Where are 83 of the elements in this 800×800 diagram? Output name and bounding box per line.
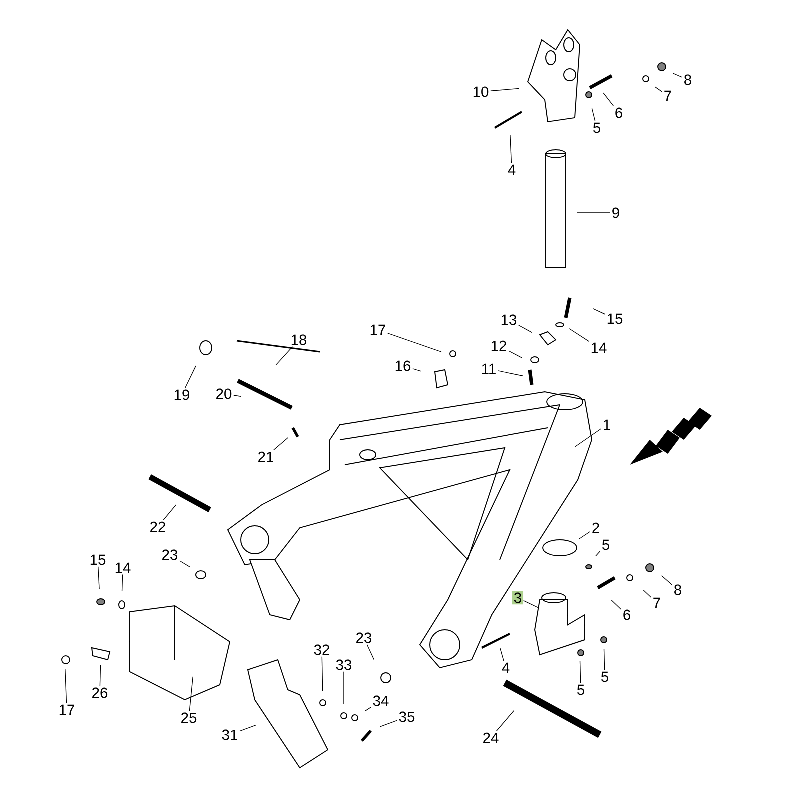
callout-number: 33 bbox=[336, 660, 352, 670]
leader-line bbox=[274, 438, 289, 450]
callout-number: 14 bbox=[116, 562, 131, 574]
callout-number: 24 bbox=[484, 732, 499, 744]
callout-number: 6 bbox=[616, 108, 622, 118]
callout-number: 34 bbox=[373, 696, 389, 706]
leader-line bbox=[234, 395, 242, 397]
callout-number: 10 bbox=[474, 86, 489, 98]
leader-line bbox=[185, 366, 196, 388]
callout-number: 26 bbox=[92, 688, 108, 698]
leader-line bbox=[365, 707, 372, 712]
leader-line bbox=[276, 346, 294, 366]
leader-line bbox=[366, 644, 375, 660]
callout-number: 31 bbox=[222, 730, 238, 740]
callout-number: 7 bbox=[664, 90, 672, 102]
leader-line bbox=[611, 600, 622, 610]
callout-number: 5 bbox=[578, 684, 584, 696]
callout-number: 5 bbox=[602, 540, 610, 550]
leader-line bbox=[163, 504, 177, 521]
leader-line bbox=[98, 566, 100, 590]
leader-line bbox=[579, 532, 591, 540]
leader-line bbox=[576, 212, 611, 214]
leader-line bbox=[100, 664, 102, 686]
leader-line bbox=[380, 720, 398, 728]
leader-line bbox=[322, 656, 324, 692]
leader-line bbox=[603, 92, 614, 106]
callout-number: 4 bbox=[502, 662, 510, 674]
callout-number: 15 bbox=[90, 554, 106, 566]
leader-line bbox=[592, 308, 606, 315]
leader-line bbox=[518, 325, 532, 334]
callout-number: 5 bbox=[602, 672, 608, 682]
callout-number: 23 bbox=[162, 550, 178, 560]
callout-number: 21 bbox=[258, 452, 274, 462]
callout-number: 23 bbox=[356, 632, 372, 644]
leader-line bbox=[65, 668, 68, 704]
callout-number: 8 bbox=[674, 584, 682, 596]
callout-number: 8 bbox=[684, 74, 692, 86]
leader-line bbox=[592, 108, 596, 122]
callout-number: 16 bbox=[396, 360, 411, 372]
callout-number: 17 bbox=[60, 704, 74, 716]
leader-line bbox=[523, 600, 540, 608]
callout-number: 19 bbox=[174, 390, 190, 400]
callout-number: 7 bbox=[654, 598, 660, 608]
callout-number: 32 bbox=[314, 644, 330, 656]
callout-number: 22 bbox=[150, 522, 166, 532]
leader-line bbox=[569, 328, 590, 342]
callout-number: 1 bbox=[604, 420, 610, 430]
leader-line bbox=[672, 73, 683, 78]
callout-number: 9 bbox=[612, 208, 620, 218]
callout-number: 35 bbox=[399, 712, 415, 722]
callout-number: 18 bbox=[292, 334, 307, 346]
leader-line bbox=[508, 350, 522, 358]
leader-line bbox=[180, 560, 191, 568]
leader-line bbox=[661, 576, 673, 586]
callout-number: 11 bbox=[482, 364, 496, 374]
callout-number: 3 bbox=[512, 591, 524, 605]
callout-number: 4 bbox=[508, 164, 516, 176]
callout-number: 6 bbox=[624, 610, 630, 620]
leader-line bbox=[498, 370, 524, 376]
leader-line bbox=[388, 333, 442, 352]
callout-number: 20 bbox=[216, 388, 232, 400]
callout-number: 14 bbox=[592, 342, 607, 354]
leader-line bbox=[240, 724, 257, 732]
leader-line bbox=[575, 428, 602, 448]
leader-line bbox=[490, 88, 520, 92]
callout-number: 17 bbox=[370, 324, 386, 336]
leader-line bbox=[596, 551, 601, 557]
leader-line bbox=[580, 660, 582, 684]
leader-line bbox=[496, 710, 515, 732]
leader-line bbox=[643, 590, 652, 598]
leader-line bbox=[510, 134, 512, 164]
leader-line bbox=[604, 648, 606, 671]
leader-line bbox=[655, 86, 663, 92]
callout-number: 25 bbox=[182, 712, 197, 724]
callout-number: 13 bbox=[502, 314, 517, 326]
leader-line bbox=[189, 676, 194, 712]
callout-number: 2 bbox=[592, 522, 600, 534]
leader-line bbox=[500, 648, 504, 662]
callout-number: 5 bbox=[594, 122, 600, 134]
callout-number: 12 bbox=[492, 340, 506, 352]
callout-number: 15 bbox=[608, 314, 623, 324]
leader-line bbox=[412, 368, 422, 372]
leader-line bbox=[122, 574, 124, 592]
